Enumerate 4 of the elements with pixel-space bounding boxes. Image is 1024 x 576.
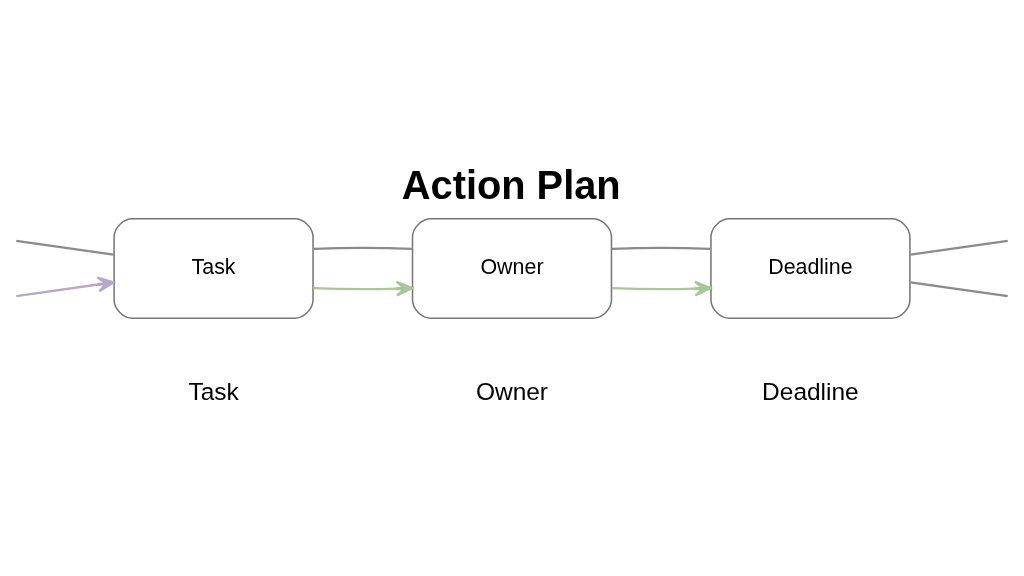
- node-label: Deadline: [762, 377, 859, 405]
- node-label: Owner: [475, 377, 549, 405]
- diagram-title: Action Plan: [401, 162, 621, 207]
- node-label: Task: [188, 377, 239, 405]
